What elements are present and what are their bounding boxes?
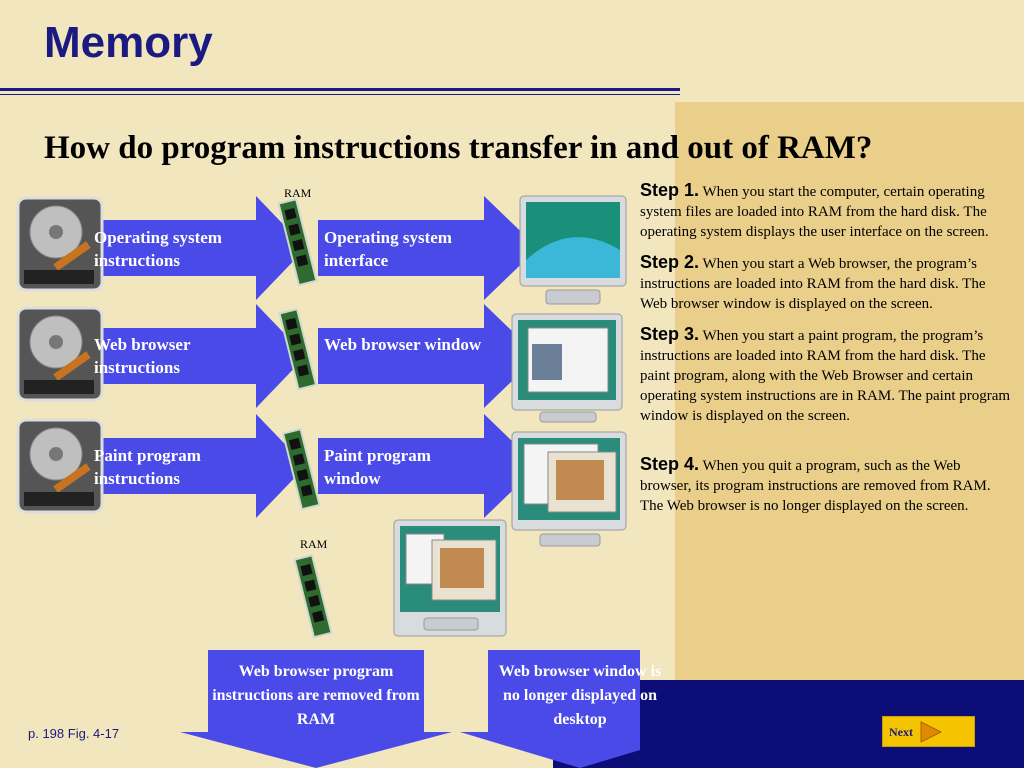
next-label: Next (889, 725, 913, 739)
ram-label: RAM (300, 537, 328, 551)
row-input-label: Paint program instructions (94, 446, 201, 488)
row-output-label: Paint program window (324, 446, 431, 488)
monitor-icon (511, 313, 623, 423)
row-output-label: Web browser window (324, 335, 482, 354)
hard-disk-icon (16, 306, 104, 402)
step-4: Step 4. When you quit a program, such as… (640, 454, 1012, 516)
output-arrow-1 (318, 196, 538, 300)
step-heading: Step 2. (640, 252, 700, 272)
step-text: When you start a paint program, the prog… (640, 328, 1011, 424)
output-arrow-2 (318, 304, 538, 408)
step-2: Step 2. When you start a Web browser, th… (640, 252, 1012, 314)
step-list: Step 1. When you start the computer, cer… (640, 180, 1012, 526)
callout-right-text: Web browser window is no longer displaye… (498, 663, 662, 728)
ram-module-icon (278, 307, 318, 391)
step-heading: Step 3. (640, 324, 700, 344)
title-rule-thin (0, 94, 680, 95)
ram-module-icon (281, 427, 321, 511)
ram-module-icon (277, 198, 318, 287)
step-text: When you start a Web browser, the progra… (640, 256, 986, 312)
ram-label: RAM (284, 186, 312, 200)
gold-panel (675, 102, 1024, 680)
input-arrow-1 (80, 196, 306, 300)
callout-arrow-right (460, 650, 640, 768)
row-output-label: Operating system interface (324, 228, 452, 270)
step-text: When you quit a program, such as the Web… (640, 458, 991, 514)
flow-arrows (16, 195, 640, 768)
title-rule (0, 88, 680, 91)
slide-subtitle: How do program instructions transfer in … (44, 130, 873, 166)
next-button[interactable]: Next (882, 716, 975, 747)
step-heading: Step 1. (640, 180, 700, 200)
step-3: Step 3. When you start a paint program, … (640, 324, 1012, 426)
monitor-icon (519, 195, 627, 305)
step-1: Step 1. When you start the computer, cer… (640, 180, 1012, 242)
play-arrow-icon (920, 721, 943, 743)
step-text: When you start the computer, certain ope… (640, 184, 989, 240)
row-input-label: Web browser instructions (94, 335, 191, 377)
input-arrow-3 (80, 414, 306, 518)
step-heading: Step 4. (640, 454, 700, 474)
monitor-icon (511, 431, 627, 547)
callout-arrow-left (180, 650, 452, 768)
callout-left-text: Web browser program instructions are rem… (212, 663, 420, 728)
hard-disk-icon (16, 196, 104, 292)
ram-module-icon (293, 554, 333, 639)
output-arrow-3 (318, 414, 538, 518)
figure-reference: p. 198 Fig. 4-17 (28, 726, 120, 741)
input-arrow-2 (80, 304, 306, 408)
row-input-label: Operating system instructions (94, 228, 222, 270)
monitor-icon (393, 519, 507, 637)
page-title: Memory (44, 18, 213, 67)
hard-disk-icon (16, 418, 104, 514)
